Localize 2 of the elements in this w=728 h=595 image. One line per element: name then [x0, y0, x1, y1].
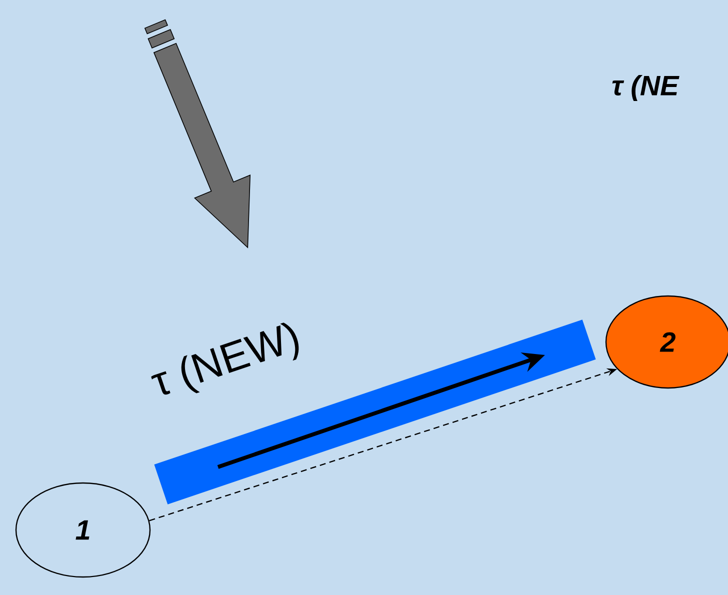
band-label: τ (NEW)	[151, 322, 299, 395]
heading-text: τ (NE	[612, 75, 680, 101]
